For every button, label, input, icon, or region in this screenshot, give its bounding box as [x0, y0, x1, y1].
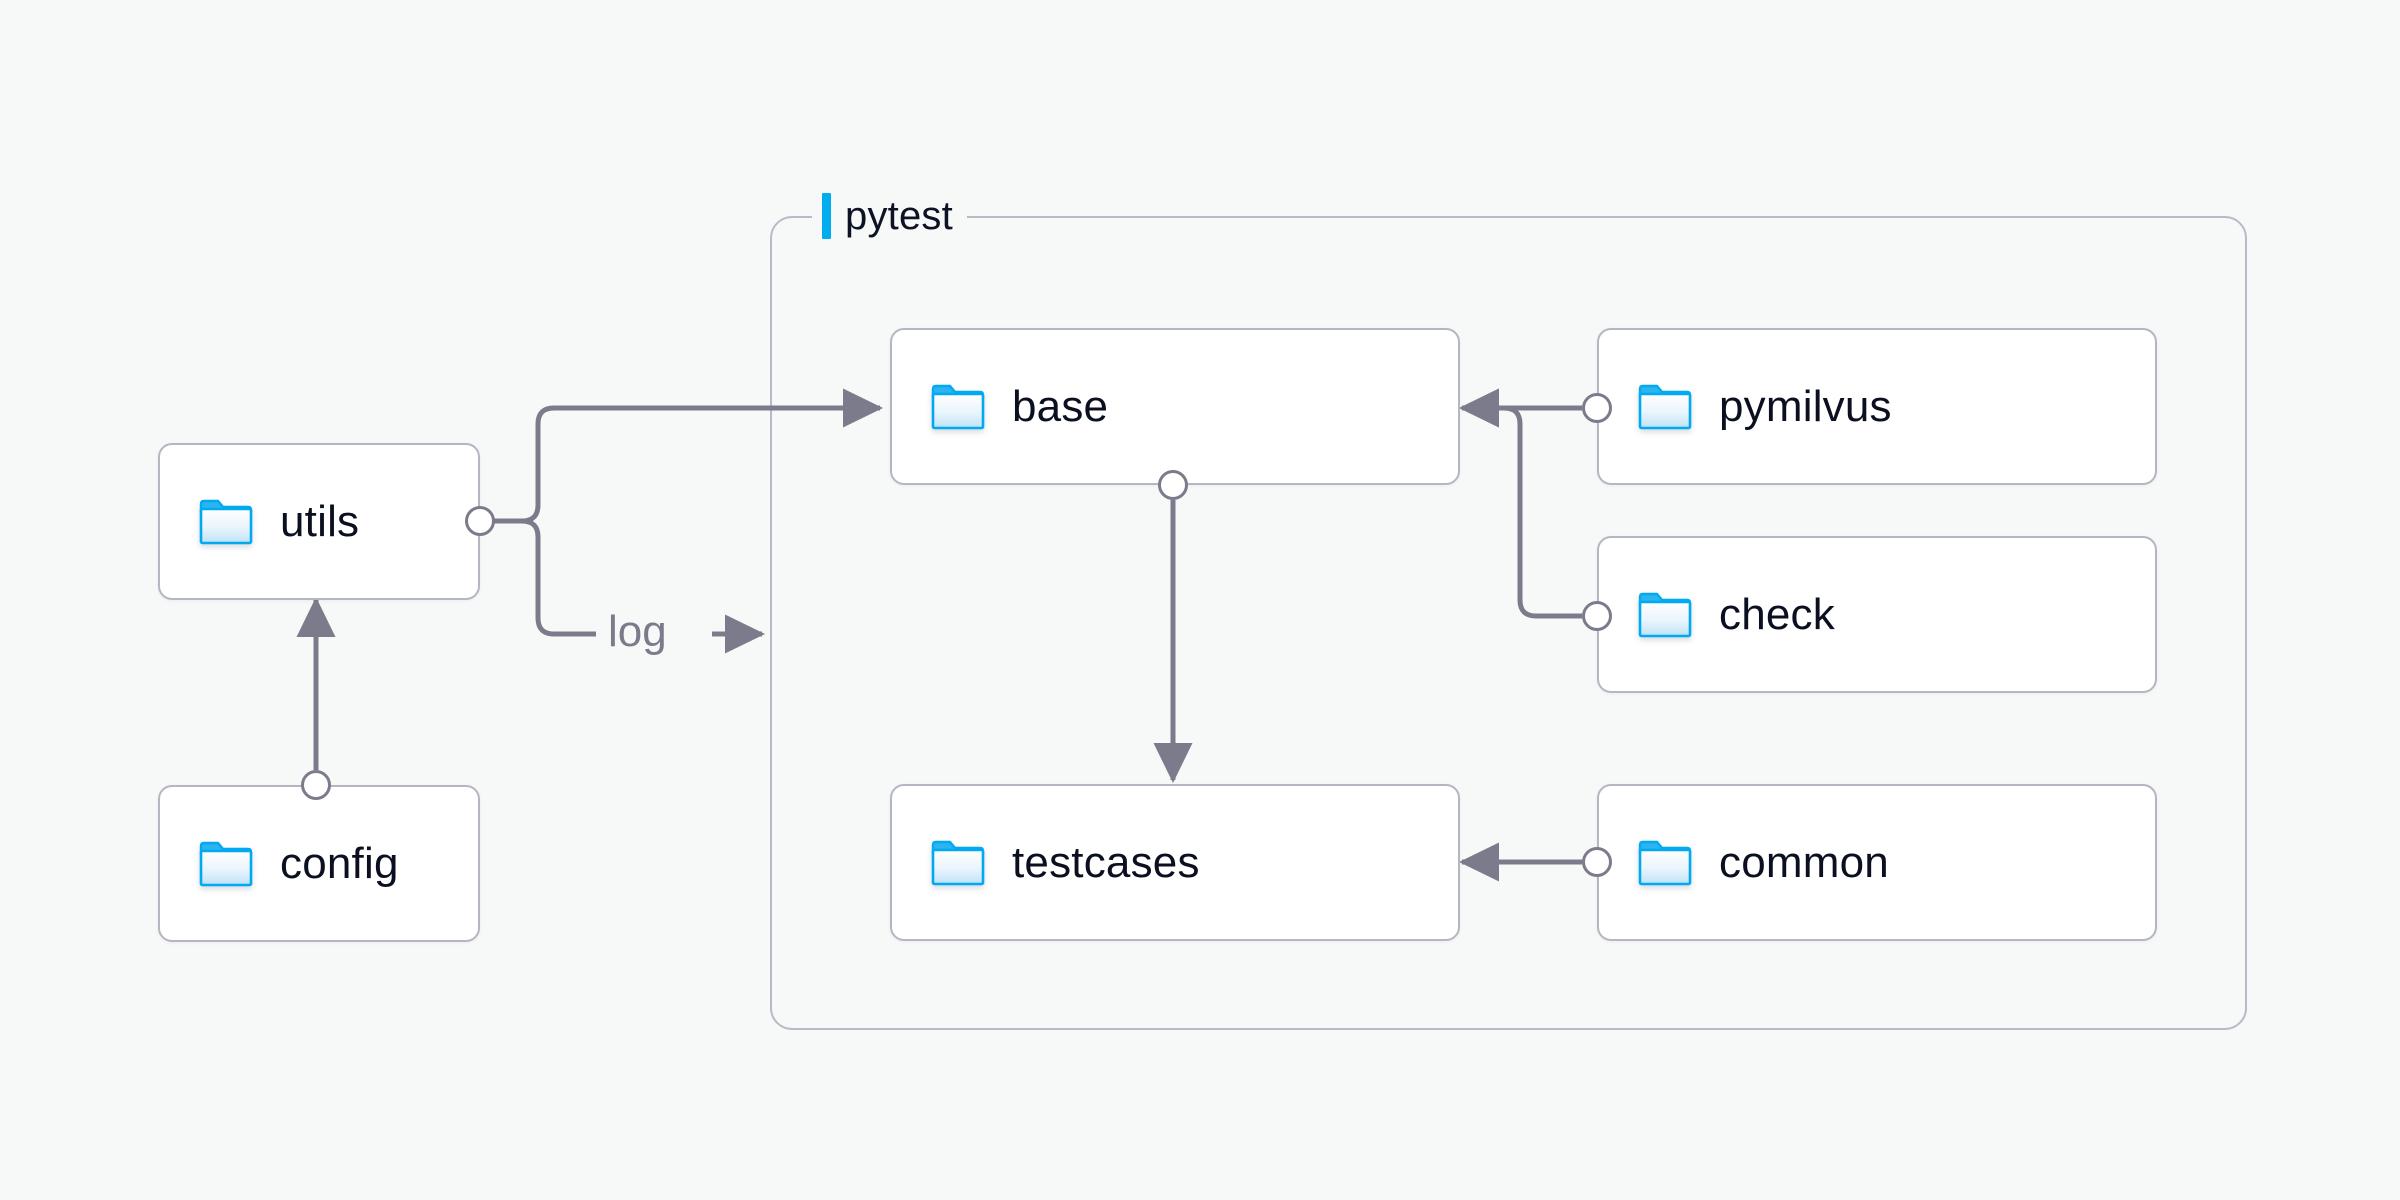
group-container-pytest[interactable] [770, 216, 2247, 1030]
node-config[interactable]: config [158, 785, 480, 942]
folder-icon [1638, 840, 1692, 885]
node-label: common [1719, 837, 1889, 887]
node-label: pymilvus [1719, 381, 1892, 431]
folder-icon [199, 841, 253, 886]
folder-icon [931, 840, 985, 885]
node-label: utils [280, 496, 360, 546]
node-pymilvus[interactable]: pymilvus [1597, 328, 2157, 485]
node-label: testcases [1012, 837, 1200, 887]
node-label: config [280, 838, 399, 888]
folder-icon [199, 499, 253, 544]
group-accent-bar [822, 193, 831, 239]
port-common-left[interactable] [1582, 847, 1612, 877]
folder-icon [931, 384, 985, 429]
node-base[interactable]: base [890, 328, 1460, 485]
port-check-left[interactable] [1582, 601, 1612, 631]
port-pymilvus-left[interactable] [1582, 393, 1612, 423]
node-label: base [1012, 381, 1109, 431]
group-label-pytest: pytest [812, 192, 967, 240]
node-utils[interactable]: utils [158, 443, 480, 600]
node-testcases[interactable]: testcases [890, 784, 1460, 941]
port-base-bottom[interactable] [1158, 470, 1188, 500]
folder-icon [1638, 384, 1692, 429]
group-title: pytest [845, 194, 953, 238]
node-label: check [1719, 589, 1835, 639]
folder-icon [1638, 592, 1692, 637]
node-check[interactable]: check [1597, 536, 2157, 693]
port-config-top[interactable] [301, 770, 331, 800]
edge-label-log: log [600, 610, 675, 654]
node-common[interactable]: common [1597, 784, 2157, 941]
port-utils-right[interactable] [465, 506, 495, 536]
